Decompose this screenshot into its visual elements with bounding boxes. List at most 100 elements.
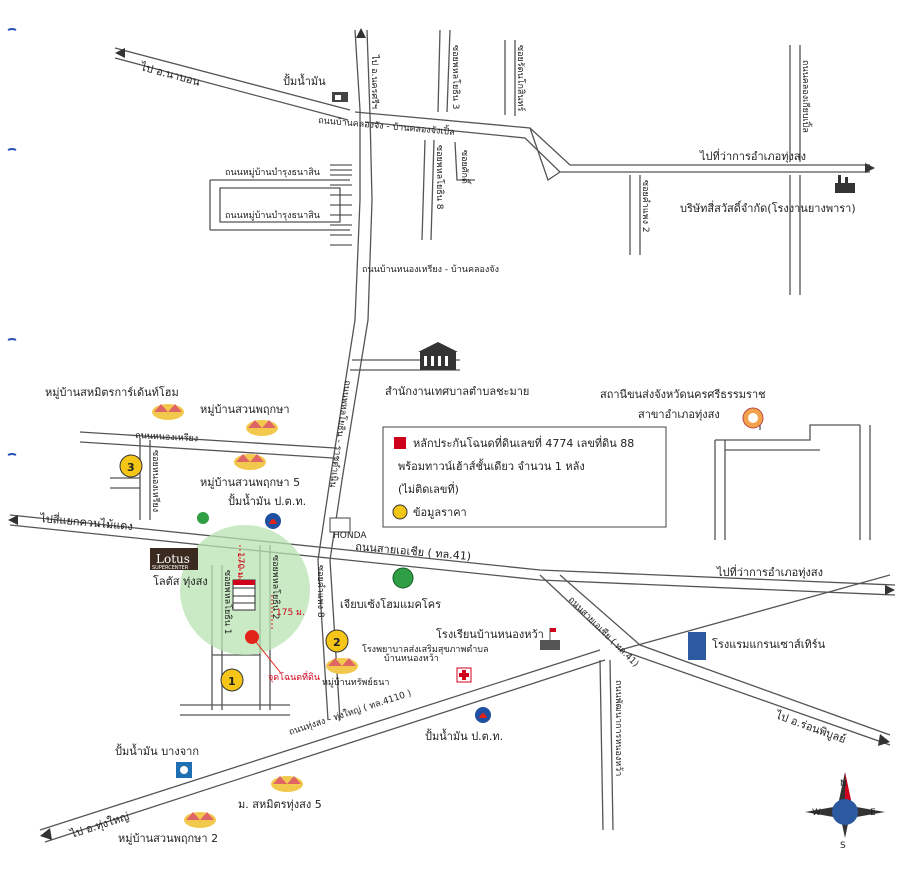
arrowhead bbox=[865, 163, 875, 173]
legend-line3: (ไม่ติดเลขที่) bbox=[398, 481, 459, 496]
arrowhead bbox=[885, 585, 895, 595]
road-pattana-label: ถนนพัฒนาการหนองหว้า bbox=[613, 680, 624, 776]
soi-p8-label: ซอยพหลโยธิน 8 bbox=[434, 145, 445, 210]
legend-red-swatch bbox=[394, 437, 406, 449]
soi-nongriang-v-label: ซอยหนองเหรียง bbox=[150, 450, 161, 512]
legend-line4: ข้อมูลราคา bbox=[413, 506, 467, 519]
village-icon bbox=[326, 658, 358, 674]
gas-ptt-1-label: ปั้มน้ำมัน ป.ต.ท. bbox=[228, 493, 306, 508]
road-network bbox=[9, 29, 896, 843]
gas-bangchak-label: ปั้มน้ำมัน บางจาก bbox=[115, 743, 199, 758]
sahamit-5-label: ม. สหมิตรทุ่งสง 5 bbox=[238, 798, 322, 811]
road-khlong-kiap-label: ถนนคลองเกียบเปิ้ล bbox=[800, 60, 813, 133]
company-label: บริษัทสี่สวัสดิ์จำกัด(โรงงานยางพารา) bbox=[680, 200, 856, 215]
arrowhead bbox=[878, 734, 890, 746]
svg-text:SUPERCENTER: SUPERCENTER bbox=[152, 565, 189, 571]
village-icon bbox=[246, 420, 278, 436]
ptt-icon bbox=[265, 513, 281, 529]
svg-text:W: W bbox=[812, 808, 821, 818]
honda-icon: HONDA bbox=[329, 517, 367, 541]
compass-icon: N S E W bbox=[805, 772, 885, 851]
village-icon bbox=[271, 776, 303, 792]
svg-text:3: 3 bbox=[127, 461, 135, 474]
arrowhead bbox=[356, 28, 366, 38]
soi-1-label: ซอยพหลโยธิน 1 bbox=[222, 570, 233, 635]
svg-text:2: 2 bbox=[333, 636, 341, 649]
hospital-icon bbox=[456, 667, 472, 683]
lotus-logo: Lotus SUPERCENTER bbox=[150, 548, 198, 571]
marker-2[interactable]: 2 bbox=[325, 629, 349, 653]
to-na-bon-label: ไป อ.นาบอน bbox=[138, 60, 202, 89]
soi-pahon-3-label: ซอยพหลโยธิน 3 bbox=[450, 45, 461, 110]
arrowhead bbox=[8, 515, 18, 525]
hospital-line1: โรงพยาบาลส่งเสริมสุขภาพตำบล bbox=[362, 644, 489, 655]
soi-rattanakosin-label: ซอยรัตนโกสินทร์ bbox=[515, 45, 527, 111]
school-icon bbox=[540, 628, 560, 650]
legend-line2: พร้อมทาวน์เฮ้าส์ชั้นเดียว จำนวน 1 หลัง bbox=[398, 458, 585, 473]
svg-text:E: E bbox=[870, 808, 876, 818]
to-nakhon-label: ไป อ.นครศรีฯ bbox=[369, 54, 380, 109]
margin-mark bbox=[7, 338, 17, 341]
hospital-line2: บ้านหนองหว้า bbox=[384, 653, 439, 664]
gas-station-icon bbox=[332, 92, 348, 102]
village-icon bbox=[234, 454, 266, 470]
margin-mark bbox=[7, 453, 17, 456]
village-icon bbox=[184, 812, 216, 828]
village-road-1-label: ถนนหมู่บ้านบำรุงธนาสิน bbox=[225, 167, 320, 178]
village-sap-patana-label: หมู่บ้านทรัพย์ธนา bbox=[322, 676, 389, 688]
road-khlong-chang-label: ถนนบ้านคลองจัง - บ้านคลองจังเปิ้ล bbox=[318, 113, 455, 138]
svg-text:S: S bbox=[840, 841, 846, 851]
gas-top-label: ปั้มน้ำมัน bbox=[283, 73, 326, 88]
marker-1[interactable]: 1 bbox=[220, 668, 244, 692]
village-suan-5-label: หมู่บ้านสวนพฤกษา 5 bbox=[200, 476, 300, 489]
svg-text:N: N bbox=[840, 779, 847, 789]
landmark-dot bbox=[197, 512, 209, 524]
hotel-icon bbox=[688, 632, 706, 660]
soi-kham-8-label: ซอยคำแพง 8 bbox=[315, 565, 326, 618]
school-label: โรงเรียนบ้านหนองหว้า bbox=[436, 627, 544, 641]
to-thung-song-office-top-label: ไปที่ว่าการอำเภอทุ่งสง bbox=[699, 148, 806, 163]
legend-box: หลักประกันโฉนดที่ดินเลขที่ 4774 เลขที่ดิ… bbox=[382, 426, 667, 528]
village-suan-1-label: หมู่บ้านสวนพฤกษา bbox=[200, 403, 290, 416]
lotus-label: โลตัส ทุ่งสง bbox=[153, 574, 208, 588]
distance-170-label: 170 ม. bbox=[235, 552, 245, 581]
village-sahamit-label: หมู่บ้านสหมิตรการ์เด้นท์โฮม bbox=[45, 385, 179, 399]
post-office-line1: สถานีขนส่งจังหวัดนครศรีธรรมราช bbox=[600, 388, 766, 401]
bangchak-icon bbox=[176, 762, 192, 778]
gas-ptt-2-label: ปั้มน้ำมัน ป.ต.ท. bbox=[425, 728, 503, 743]
soi-kham-2-label: ซอยคำแพง 2 bbox=[640, 180, 651, 233]
margin-mark bbox=[7, 28, 17, 31]
factory-icon bbox=[835, 175, 855, 193]
village-suan-2-label: หมู่บ้านสวนพฤกษา 2 bbox=[118, 832, 218, 845]
svg-text:1: 1 bbox=[228, 675, 236, 688]
municipal-building-icon bbox=[418, 342, 458, 370]
landmark-dot bbox=[392, 567, 414, 589]
svg-text:HONDA: HONDA bbox=[333, 531, 367, 541]
ptt-icon bbox=[475, 707, 491, 723]
jiab-label: เจียบเซ้งโฮมแมคโคร bbox=[340, 597, 441, 611]
arrowhead bbox=[115, 48, 125, 58]
legend-line1: หลักประกันโฉนดที่ดินเลขที่ 4774 เลขที่ดิ… bbox=[413, 435, 634, 450]
to-thung-song-office-mid-label: ไปที่ว่าการอำเภอทุ่งสง bbox=[716, 564, 823, 579]
soi-2-label: ซอยพหลโยธิน 2 bbox=[270, 555, 281, 620]
road-stripes bbox=[330, 164, 352, 246]
target-label: จุดโฉนดที่ดิน bbox=[268, 670, 320, 683]
soi-sap-label: ซอยศักดิ์ bbox=[459, 150, 472, 185]
to-ron-phibun-label: ไป อ.ร่อนพิบูลย์ bbox=[773, 708, 848, 746]
post-office-line2: สาขาอำเภอทุ่งสง bbox=[638, 408, 720, 421]
svg-text:Lotus: Lotus bbox=[156, 552, 190, 566]
townhouse-block bbox=[232, 579, 256, 611]
arrowhead bbox=[40, 828, 52, 840]
margin-mark bbox=[7, 148, 17, 151]
hotel-label: โรงแรมแกรนเซาส์เทิร์น bbox=[712, 637, 826, 651]
asia-road-diag-label: ถนนสายเอเชีย ( ทล.41) bbox=[566, 594, 641, 669]
target-leader bbox=[251, 636, 281, 673]
road-nong-riang-h-label: ถนนหนองเหรียง bbox=[135, 430, 199, 444]
village-icon bbox=[152, 404, 184, 420]
marker-3[interactable]: 3 bbox=[119, 454, 143, 478]
village-road-2-label: ถนนหมู่บ้านบำรุงธนาสิน bbox=[225, 210, 320, 221]
legend-yellow-swatch bbox=[392, 504, 408, 520]
road-nong-riang-label: ถนนบ้านหนองเหรียง - บ้านคลองจัง bbox=[362, 264, 499, 275]
municipal-office-label: สำนักงานเทศบาลตำบลชะมาย bbox=[385, 385, 529, 398]
asia-road-label: ถนนสายเอเชีย ( ทล.41) bbox=[355, 540, 472, 563]
